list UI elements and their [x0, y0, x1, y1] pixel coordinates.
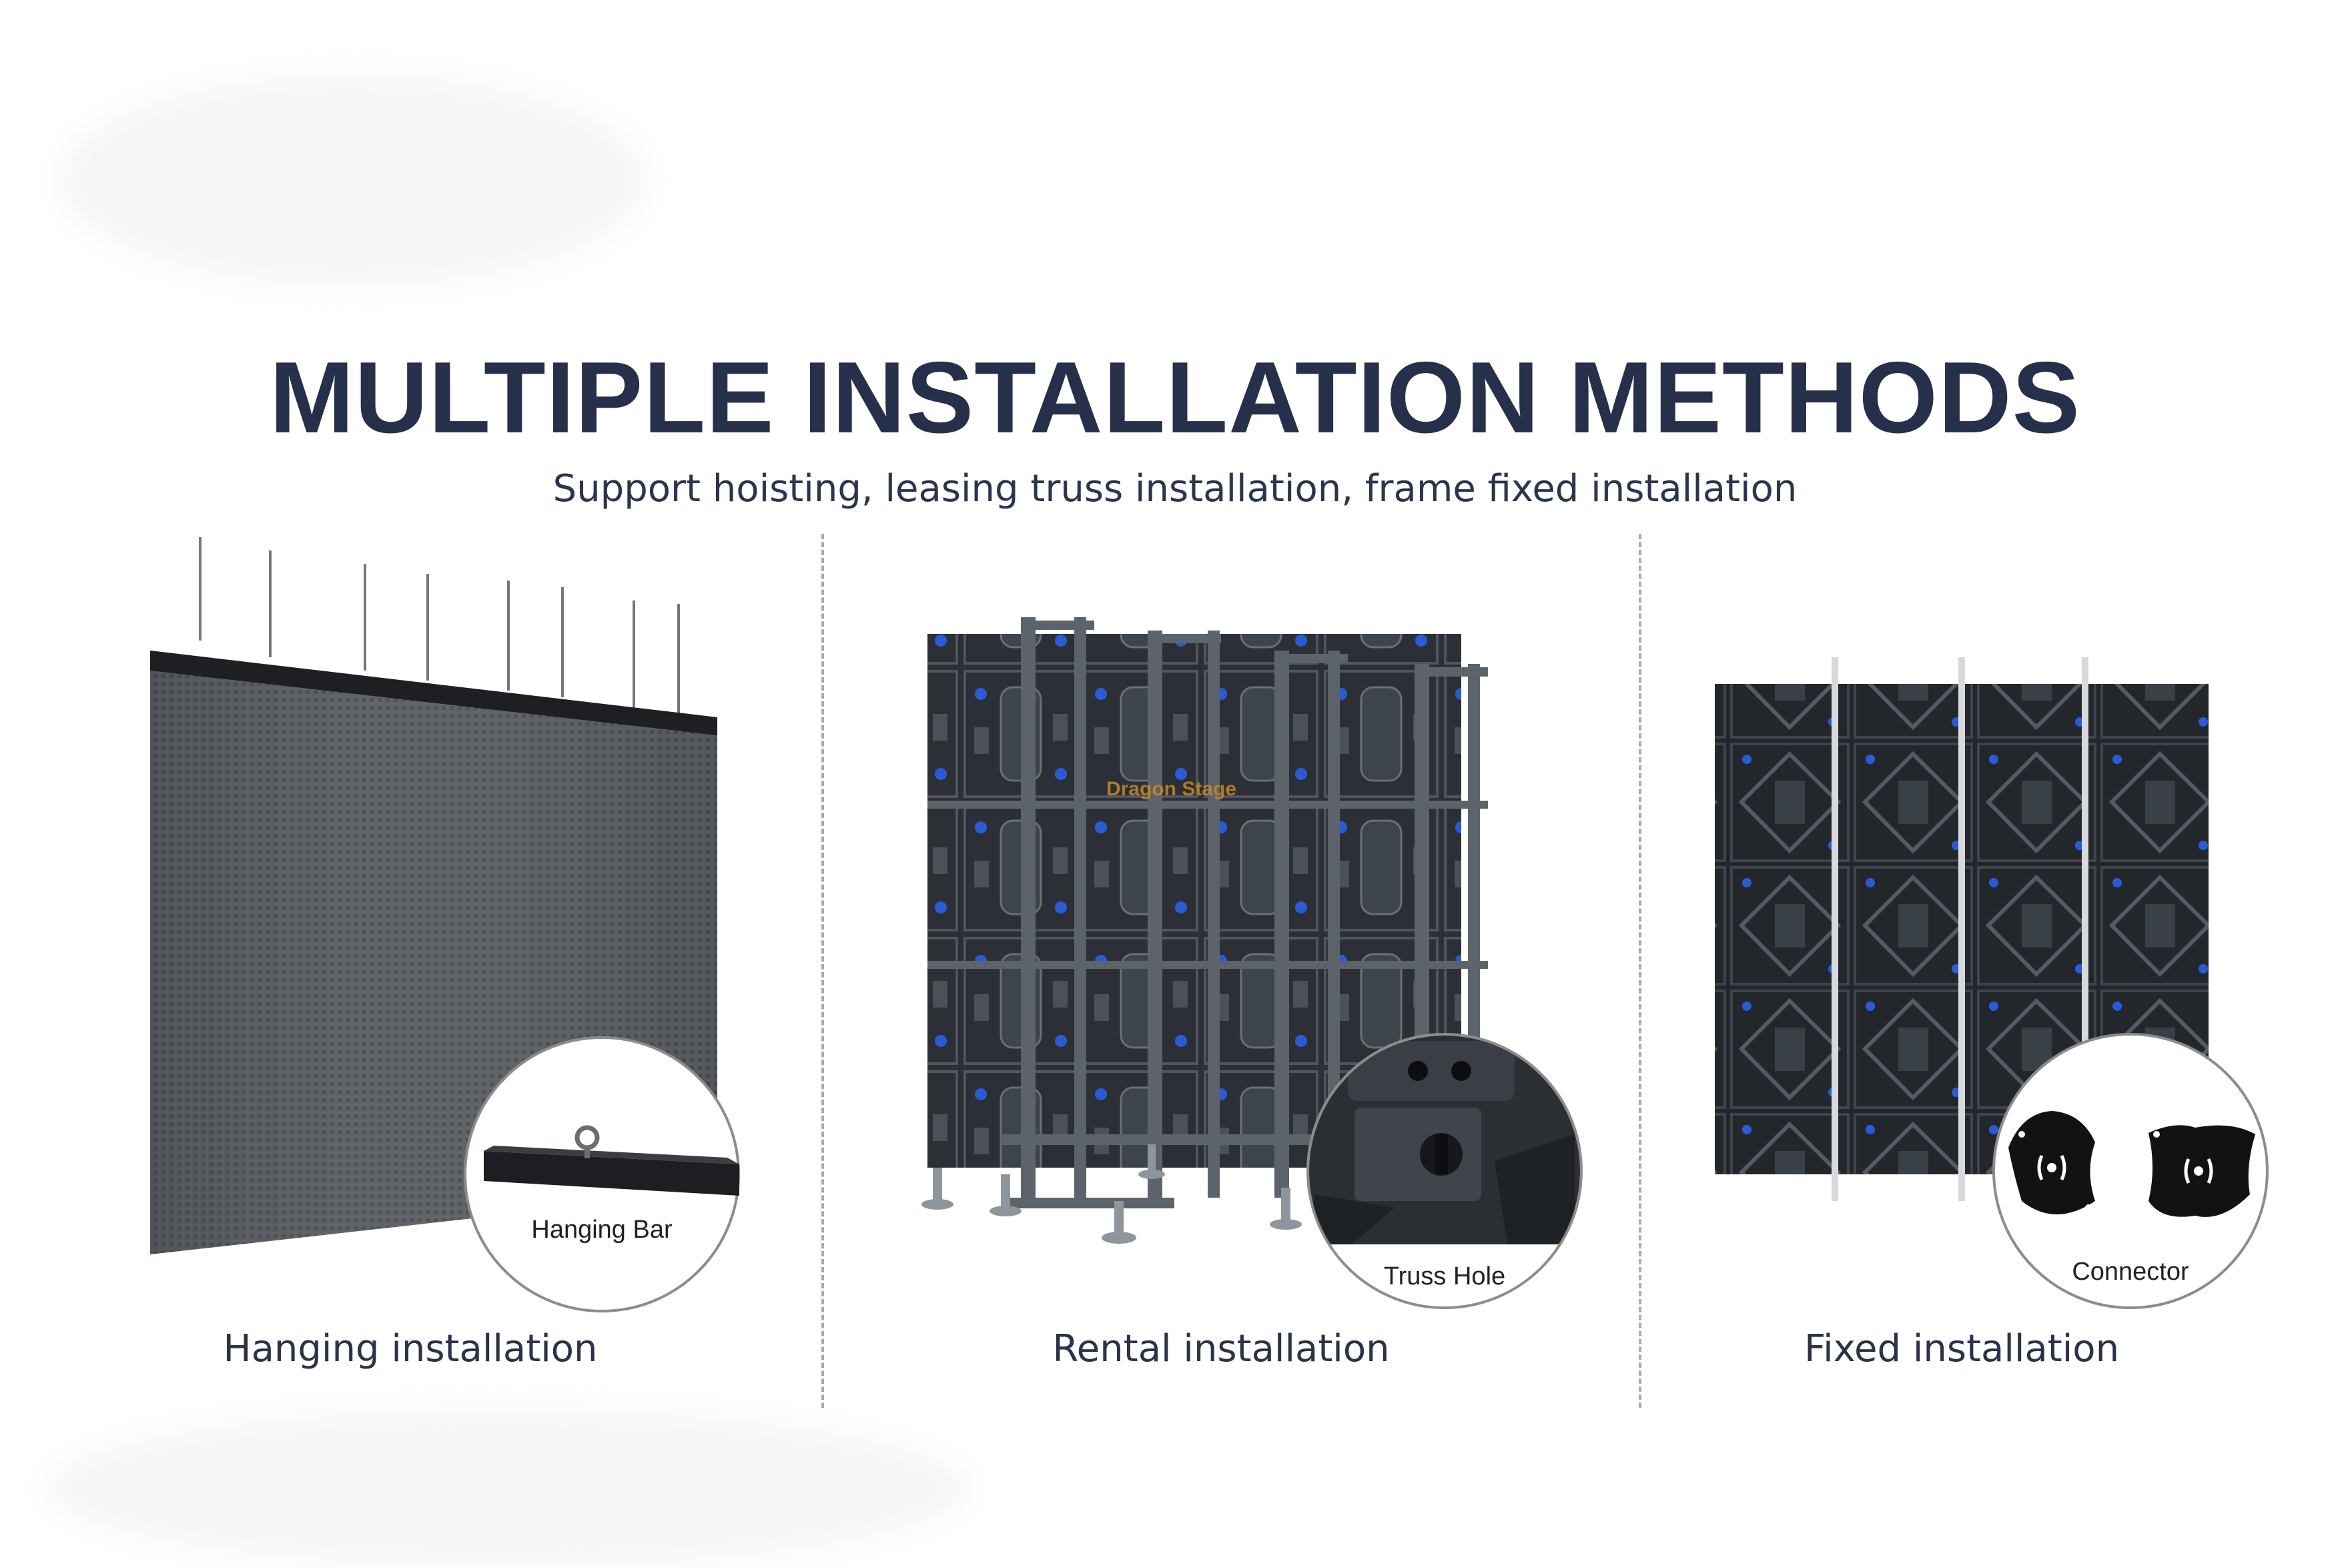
truss-feet: [921, 1144, 1302, 1244]
watermark-text: Dragon Stage: [1106, 778, 1236, 800]
truss-hole-icon: [1309, 1036, 1580, 1248]
truss-hole-label: Truss Hole: [1384, 1262, 1505, 1290]
caption-fixed-installation: Fixed installation: [1804, 1327, 2120, 1370]
connector-badge: [1992, 1033, 2269, 1309]
background-blob-top: [60, 73, 647, 287]
column-divider-right: [1639, 534, 1641, 1408]
fixed-installation-illustration: Connector: [1715, 657, 2269, 1309]
page-title: MULTIPLE INSTALLATION METHODS: [269, 341, 2081, 454]
caption-rental-installation: Rental installation: [1052, 1327, 1390, 1370]
hanging-installation-illustration: Hanging Bar: [150, 537, 740, 1312]
hanging-rods: [199, 537, 680, 714]
caption-hanging-installation: Hanging installation: [223, 1327, 598, 1370]
page-subtitle: Support hoisting, leasing truss installa…: [552, 467, 1798, 510]
column-divider-left: [821, 534, 824, 1408]
hanging-bar-icon: [484, 1125, 739, 1196]
connector-label: Connector: [2072, 1258, 2189, 1286]
mounting-rails: [1832, 657, 2088, 1201]
rental-installation-illustration: Dragon Stage Truss Hole: [921, 617, 1583, 1309]
hanging-bar-label: Hanging Bar: [531, 1216, 673, 1244]
top-hanging-beam: [150, 651, 717, 735]
background-blob-bottom: [47, 1408, 967, 1568]
